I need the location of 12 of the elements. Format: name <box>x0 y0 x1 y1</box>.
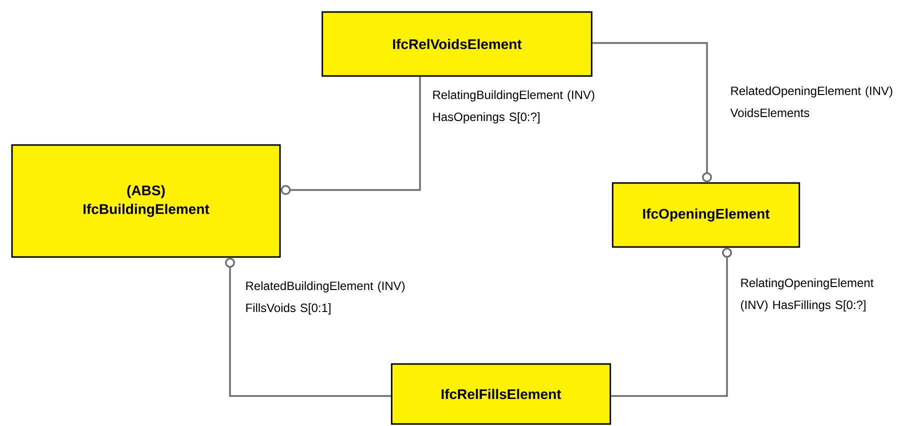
edge-label: RelatingBuildingElement (INV) HasOpenings S[0:?] <box>433 90 594 124</box>
entity-box: IfcRelVoidsElement <box>322 11 592 77</box>
relationship-line <box>280 76 421 195</box>
relationship-line <box>611 248 732 397</box>
edge-label: RelatingOpeningElement (INV) HasFillings S[0:?] <box>741 278 874 312</box>
entity-box: IfcOpeningElement <box>612 182 800 248</box>
relationship-line <box>225 258 391 397</box>
relationship-line <box>592 42 712 182</box>
entity-box: (ABS) IfcBuildingElement <box>11 144 281 258</box>
entity-box: IfcRelFillsElement <box>390 363 612 425</box>
edge-label: RelatedOpeningElement (INV) VoidsElements <box>730 86 892 118</box>
edge-label: RelatedBuildingElement (INV) FillsVoids S[0:1] <box>246 281 405 314</box>
